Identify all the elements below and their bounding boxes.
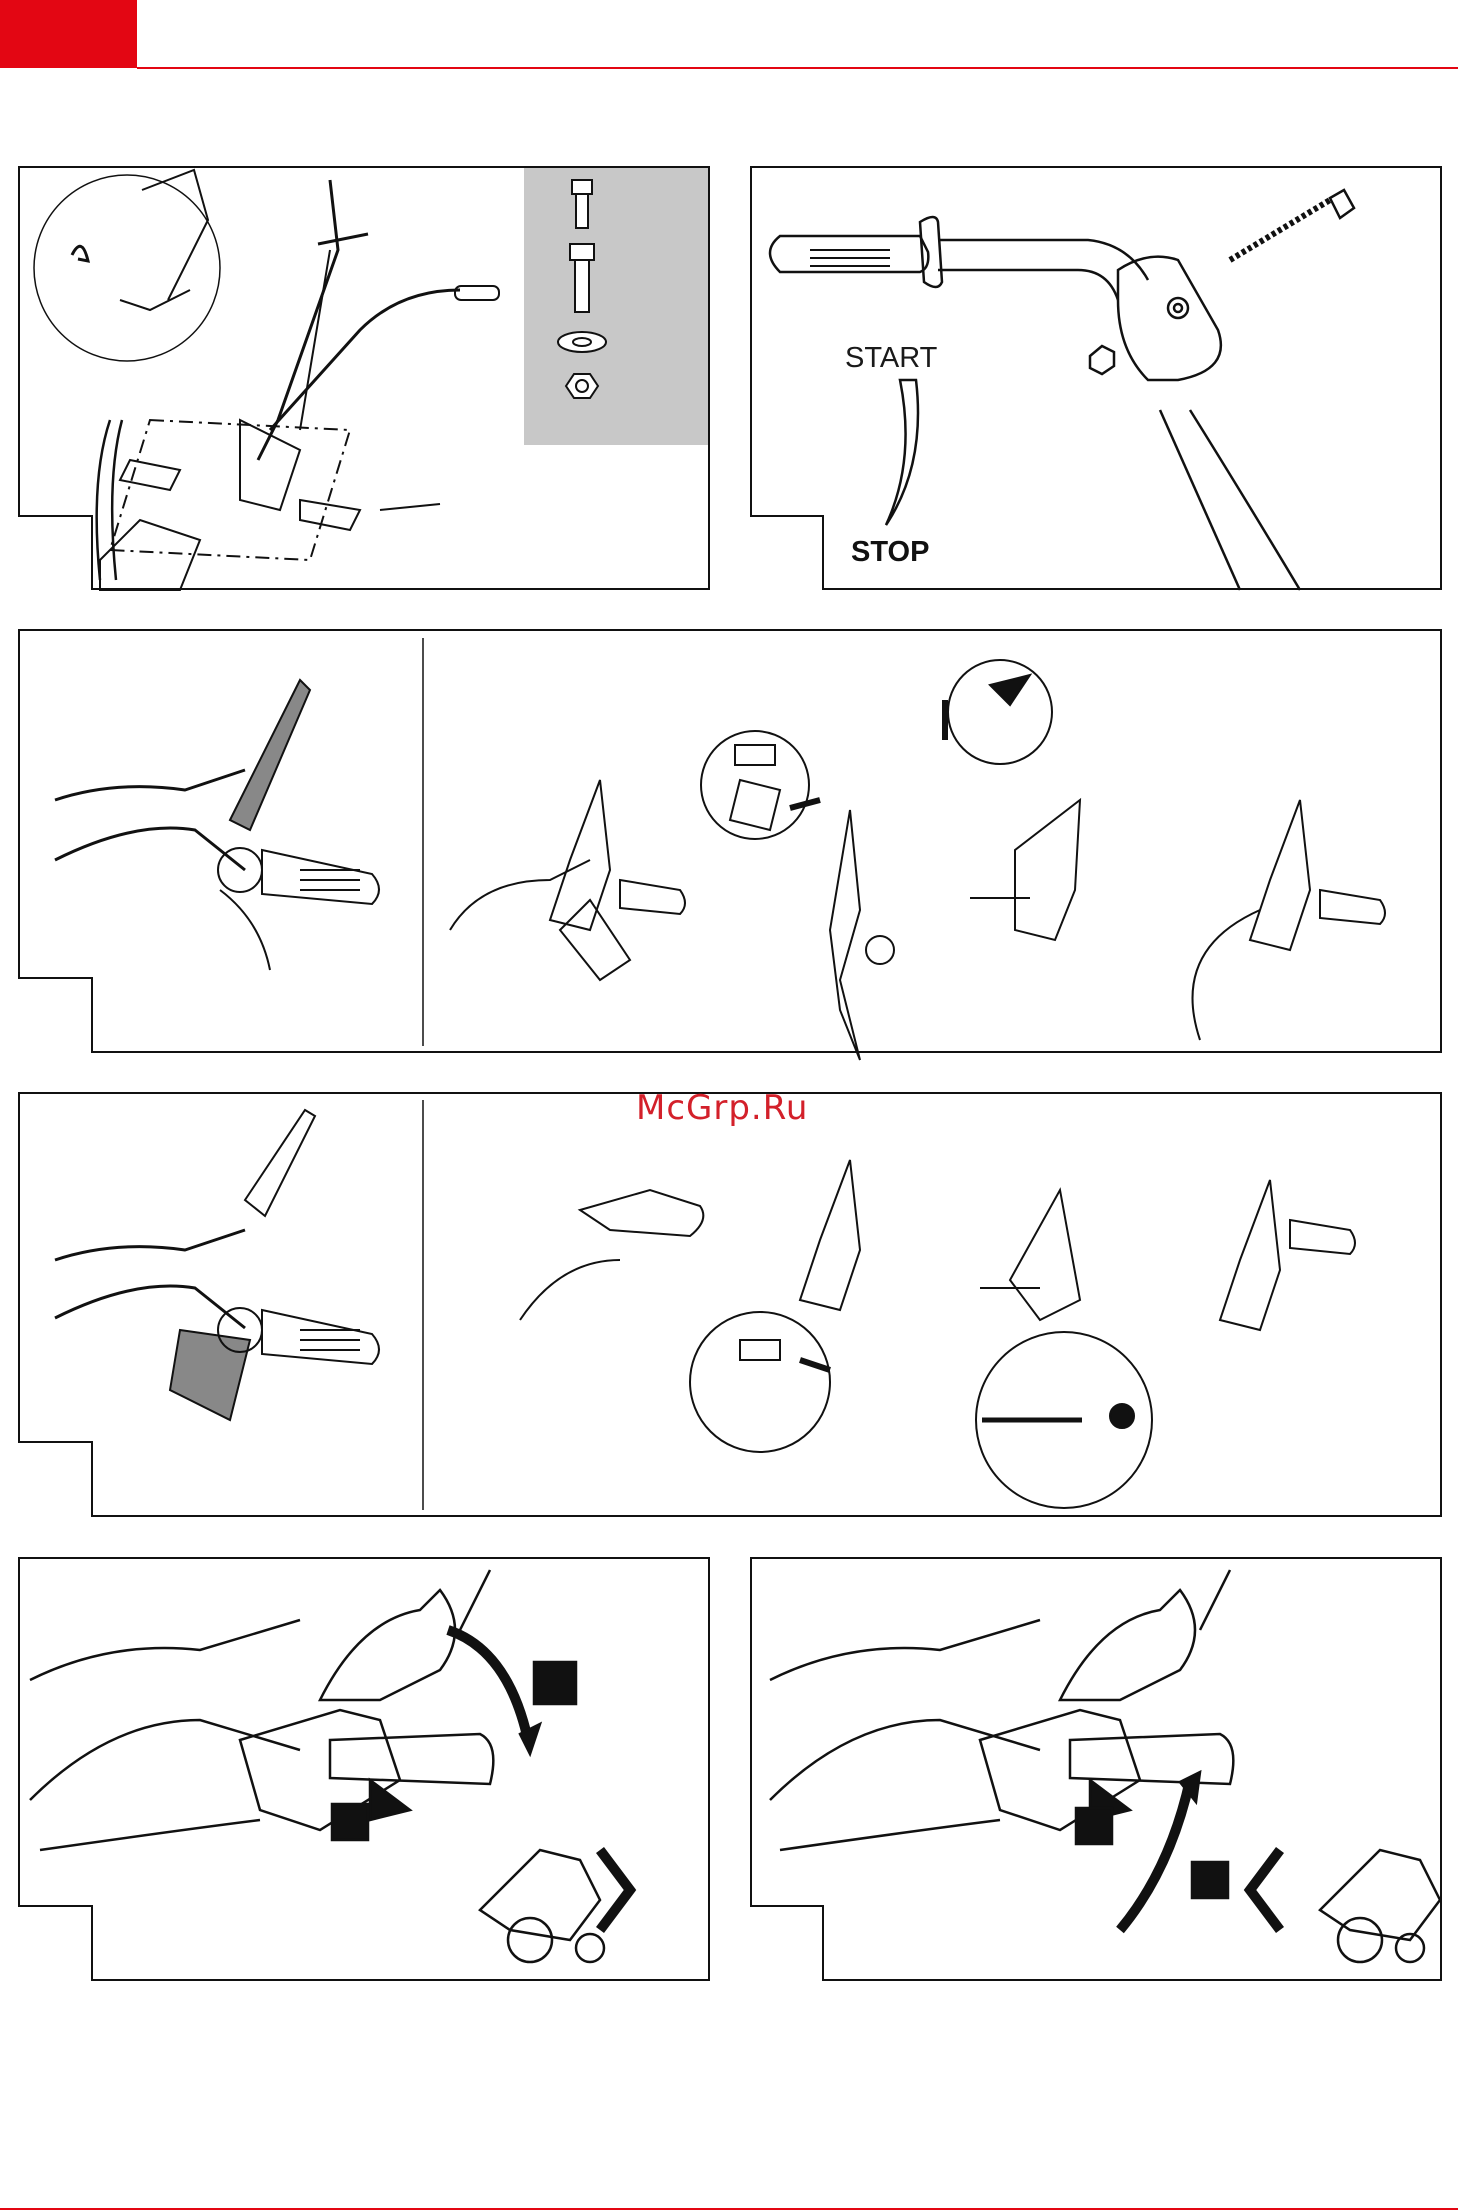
panel-3-frame	[19, 630, 1441, 1052]
panel-6-frame	[751, 1558, 1441, 1980]
handlebar-assembly-illustration	[34, 170, 499, 590]
panel-2-frame	[751, 167, 1441, 589]
footer-rule	[0, 2208, 1458, 2210]
hardware-box	[524, 168, 708, 445]
drive-engage-illustration	[30, 1570, 1440, 1962]
throttle-lever-illustration	[770, 190, 1354, 590]
watermark: McGrp.Ru	[636, 1088, 808, 1128]
clutch-lever-illustration	[55, 1110, 1355, 1508]
stop-label: STOP	[851, 536, 929, 569]
brake-lever-cable-illustration	[55, 660, 1385, 1060]
panel-4-frame	[19, 1093, 1441, 1516]
start-label: START	[845, 342, 937, 375]
